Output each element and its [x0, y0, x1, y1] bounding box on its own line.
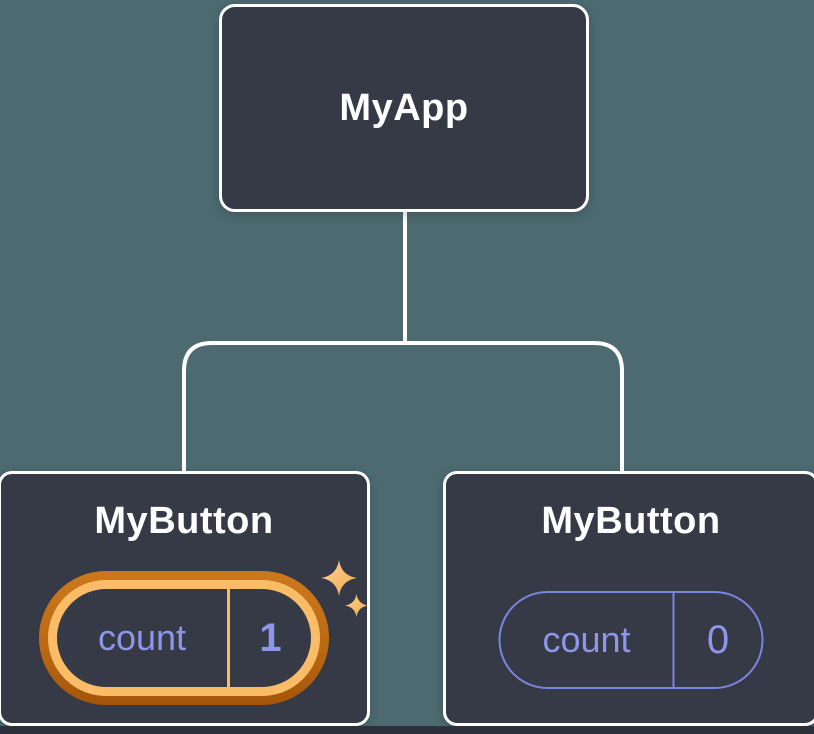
button-component-node-highlighted: MyButton count 1 [0, 471, 370, 726]
root-component-label: MyApp [339, 86, 469, 129]
component-label: MyButton [94, 500, 274, 542]
state-pill: count 0 [498, 591, 764, 689]
state-value: 0 [706, 617, 730, 662]
state-pill-highlighted: count 1 [39, 571, 329, 705]
button-component-node: MyButton count 0 [443, 471, 814, 726]
page-bottom-edge [0, 726, 814, 734]
state-pill-highlight-ring: count 1 [48, 580, 320, 696]
state-name-label: count [542, 619, 631, 660]
connector-branch [182, 341, 624, 473]
pill-divider [227, 589, 230, 687]
state-value: 1 [259, 615, 282, 660]
root-component-node: MyApp [219, 4, 589, 212]
pill-divider [672, 593, 675, 687]
component-label: MyButton [541, 500, 721, 542]
state-name-label: count [97, 617, 187, 658]
sparkle-icon-small [345, 594, 368, 617]
sparkle-icon-large [321, 560, 357, 596]
